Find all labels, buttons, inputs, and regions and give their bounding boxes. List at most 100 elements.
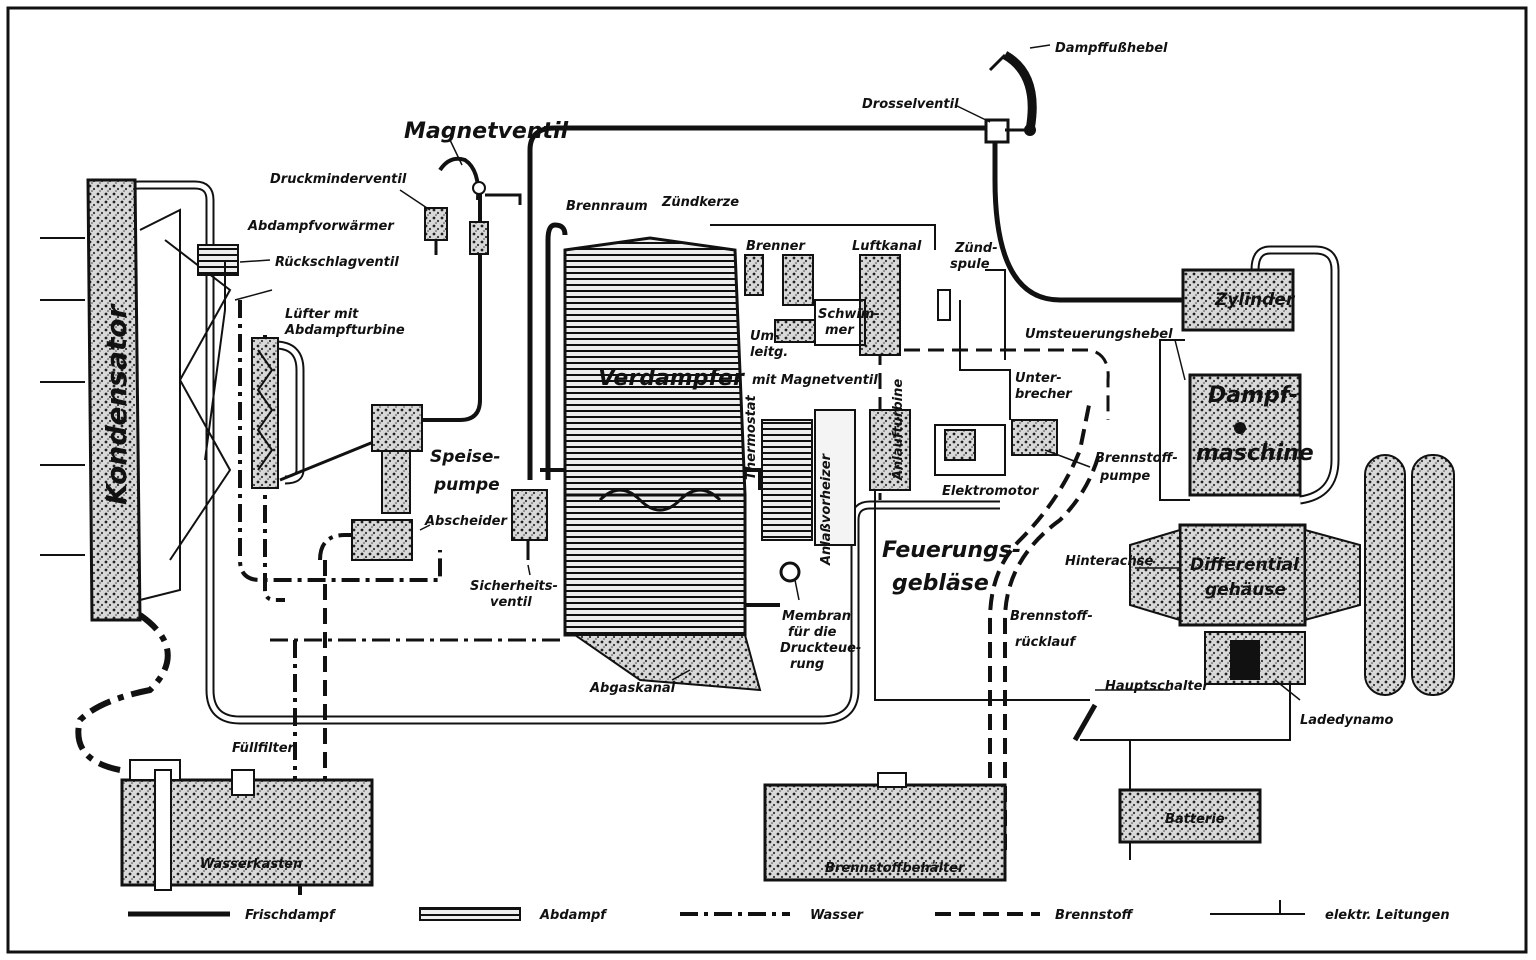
label-dynamo: Ladedynamo (1300, 713, 1394, 728)
label-air-channel: Luftkanal (852, 239, 922, 254)
steam-pedal (988, 51, 1037, 136)
main-switch (1072, 703, 1098, 742)
label-filler: Füllfilter (232, 741, 296, 756)
battery (1118, 788, 1262, 844)
label-bypass-line1: Um- (750, 329, 780, 344)
throttle-valve (984, 118, 1030, 144)
start-turbine (869, 409, 911, 491)
legend-label: Abdampf (539, 908, 608, 923)
label-bypass-line3: mit Magnetventil (752, 373, 878, 388)
label-steam-engine-line1: Dampf- (1208, 383, 1298, 408)
label-fan-blower-line2: gebläse (892, 571, 989, 596)
label-throttle-valve: Drosselventil (862, 97, 959, 112)
exhaust-channel (571, 634, 762, 692)
label-cylinder: Zylinder (1214, 290, 1296, 310)
label-combustion-chamber: Brennraum (566, 199, 648, 214)
label-fan-line2: Abdampfturbine (284, 323, 405, 338)
electric-motor (934, 424, 1006, 476)
label-battery: Batterie (1165, 812, 1225, 827)
label-fuel-tank: Brennstoffbehälter (825, 861, 966, 876)
label-interrupter-line2: brecher (1015, 387, 1073, 402)
label-spark-plug: Zündkerze (661, 195, 739, 210)
label-pressure-reducer: Druckminderventil (270, 172, 407, 187)
label-membrane-line1: Membran (782, 609, 851, 624)
label-thermostat: Thermostat (744, 394, 759, 480)
label-feed-pump-line2: pumpe (433, 475, 500, 495)
label-electric-motor: Elektromotor (942, 484, 1040, 499)
legend-label: Frischdampf (245, 908, 337, 923)
interrupter (1011, 419, 1058, 456)
legend-label: elektr. Leitungen (1325, 908, 1450, 923)
label-membrane-line4: rung (790, 657, 824, 672)
label-fuel-pump-line2: pumpe (1099, 469, 1150, 484)
label-fuel-return-line2: rücklauf (1015, 635, 1078, 650)
label-ignition-coil-line1: Zünd- (954, 241, 998, 256)
label-reversing-lever: Umsteuerungshebel (1025, 327, 1173, 342)
label-start-turbine: Anlaufturbine (891, 379, 906, 481)
label-main-switch: Hauptschalter (1105, 679, 1210, 694)
cylinder (1181, 268, 1295, 332)
label-fuel-return-line1: Brennstoff- (1010, 609, 1093, 624)
rear-wheels (1364, 454, 1455, 696)
legend-label: Wasser (810, 908, 865, 923)
legend-label: Brennstoff (1055, 908, 1134, 923)
legend-item-fresh-steam: Frischdampf (128, 908, 337, 923)
label-steam-pedal: Dampffußhebel (1055, 41, 1168, 56)
legend: Frischdampf Abdampf Wasser Brennstoff el… (128, 900, 1450, 923)
legend-item-exhaust-steam: Abdampf (419, 907, 608, 923)
legend-item-fuel: Brennstoff (935, 908, 1134, 923)
label-ignition-coil-line2: spule (950, 257, 990, 272)
label-rear-axle: Hinterachse (1065, 554, 1154, 569)
air-channel (859, 254, 901, 356)
steam-engine (1188, 373, 1302, 497)
condenser-label: Kondensator (100, 303, 133, 505)
label-differential-line1: Differential (1190, 555, 1300, 575)
label-exhaust-preheater: Abdampfvorwärmer (247, 219, 395, 234)
labels: Magnetventil Druckminderventil Drosselve… (200, 41, 1394, 876)
label-differential-line2: gehäuse (1205, 580, 1286, 600)
label-float-line1: Schwim- (818, 307, 880, 322)
exhaust-preheater (197, 244, 239, 461)
label-fuel-pump-line1: Brennstoff- (1095, 451, 1178, 466)
electric-lines (874, 480, 1090, 701)
safety-valve (511, 489, 548, 560)
label-membrane-line2: für die (788, 625, 837, 640)
label-membrane-line3: Druckteue- (780, 641, 861, 656)
feed-pump (351, 404, 423, 561)
diagram-frame (6, 6, 1528, 954)
charging-dynamo (1204, 631, 1306, 685)
fresh-steam-main (527, 125, 1185, 480)
label-separator: Abscheider (424, 514, 508, 529)
evaporator (563, 236, 747, 637)
leader-lines (234, 44, 1301, 701)
label-burner: Brenner (746, 239, 806, 254)
differential-housing (1129, 523, 1361, 627)
label-steam-engine-line2: maschine (1196, 441, 1314, 466)
burner (744, 254, 816, 343)
label-bypass-line2: leitg. (750, 345, 788, 360)
label-magnet-valve: Magnetventil (404, 119, 569, 144)
label-fan-blower-line1: Feuerungs- (882, 538, 1021, 563)
legend-item-water: Wasser (680, 908, 865, 923)
label-exhaust-channel: Abgaskanal (589, 681, 676, 696)
label-fan-line1: Lüfter mit (285, 307, 359, 322)
magnet-valve (469, 181, 522, 255)
fan-turbine (251, 337, 416, 489)
label-water-tank: Wasserkasten (200, 857, 302, 872)
ignition-coil (937, 289, 951, 321)
water-tank (120, 759, 374, 891)
label-safety-valve-line2: ventil (490, 595, 532, 610)
legend-item-electric: elektr. Leitungen (1210, 900, 1450, 923)
label-check-valve: Rückschlagventil (275, 255, 399, 270)
label-start-preheater: Anlaßvorheizer (819, 452, 834, 566)
label-feed-pump-line1: Speise- (430, 447, 500, 467)
label-interrupter-line1: Unter- (1015, 371, 1062, 386)
fuel-tank (763, 772, 1007, 882)
label-safety-valve-line1: Sicherheits- (470, 579, 558, 594)
start-preheater (761, 409, 856, 583)
water-line-main (263, 335, 285, 602)
float-chamber (814, 299, 866, 346)
pressure-reducer-valve (424, 207, 448, 255)
label-evaporator: Verdampfer (598, 366, 745, 391)
